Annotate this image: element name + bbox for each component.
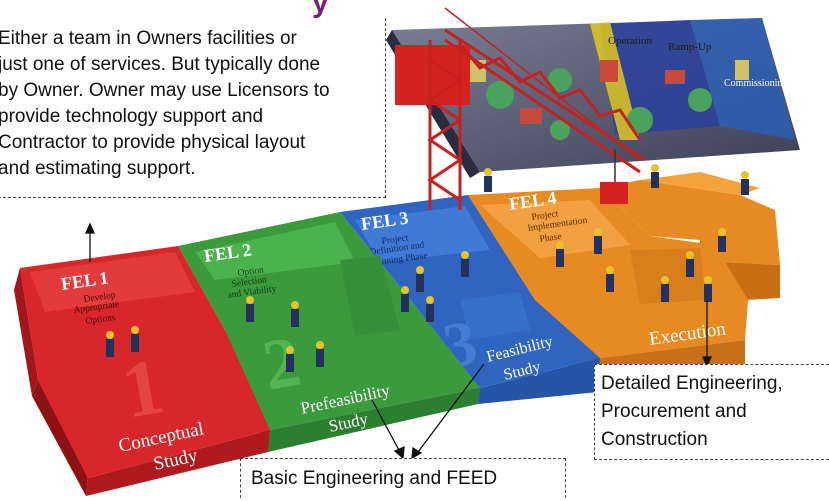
callout-right-line-3: Construction <box>601 429 708 450</box>
epc-callout: Detailed Engineering, Procurement and Co… <box>594 364 829 460</box>
arrow-to-bottom-callout-from-fel2 <box>371 399 401 453</box>
stage-4-desc-2: Phase <box>539 232 562 245</box>
stage-2-desc-1: Selection <box>231 275 268 290</box>
connector-arrows <box>84 222 713 460</box>
crane <box>395 7 646 210</box>
plant-label-rampup: Ramp-Up <box>668 41 712 53</box>
stage-2-desc-0: Option <box>237 265 265 279</box>
stage-3-desc-0: Project <box>381 233 409 247</box>
callout-top-line-5: Contractor to provide physical layout <box>0 132 306 153</box>
owner-team-callout: Either a team in Owners facilities or ju… <box>0 18 386 198</box>
execution-path <box>600 172 780 300</box>
callout-top-line-2: just one of services. But typically done <box>0 54 321 75</box>
callout-right-line-1: Detailed Engineering, <box>601 373 783 394</box>
workers <box>106 164 749 372</box>
callout-top-line-3: by Owner. Owner may use Licensors to <box>0 80 330 101</box>
stage-4-desc-0: Project <box>531 209 559 223</box>
callout-bottom-text: Basic Engineering and FEED <box>251 468 498 489</box>
plant-label-commissioning: Commissioning <box>724 78 787 89</box>
feed-callout: Basic Engineering and FEED <box>240 458 566 498</box>
plant-label-operation: Operation <box>608 35 652 47</box>
stage-1-desc-0: Develop <box>83 291 117 305</box>
stage-1-desc-2: Options <box>85 313 116 327</box>
callout-top-line-4: provide technology support and <box>0 106 264 127</box>
callout-top-line-6: and estimating support. <box>0 158 196 179</box>
callout-top-line-1: Either a team in Owners facilities or <box>0 28 297 49</box>
stage-fel1-block: 1 FEL 1 Develop Appropriate Options Conc… <box>14 246 270 496</box>
arrow-to-bottom-callout-from-fel3 <box>417 363 485 453</box>
slide-title-fragment: y <box>312 0 329 19</box>
callout-right-line-2: Procurement and <box>601 401 747 422</box>
